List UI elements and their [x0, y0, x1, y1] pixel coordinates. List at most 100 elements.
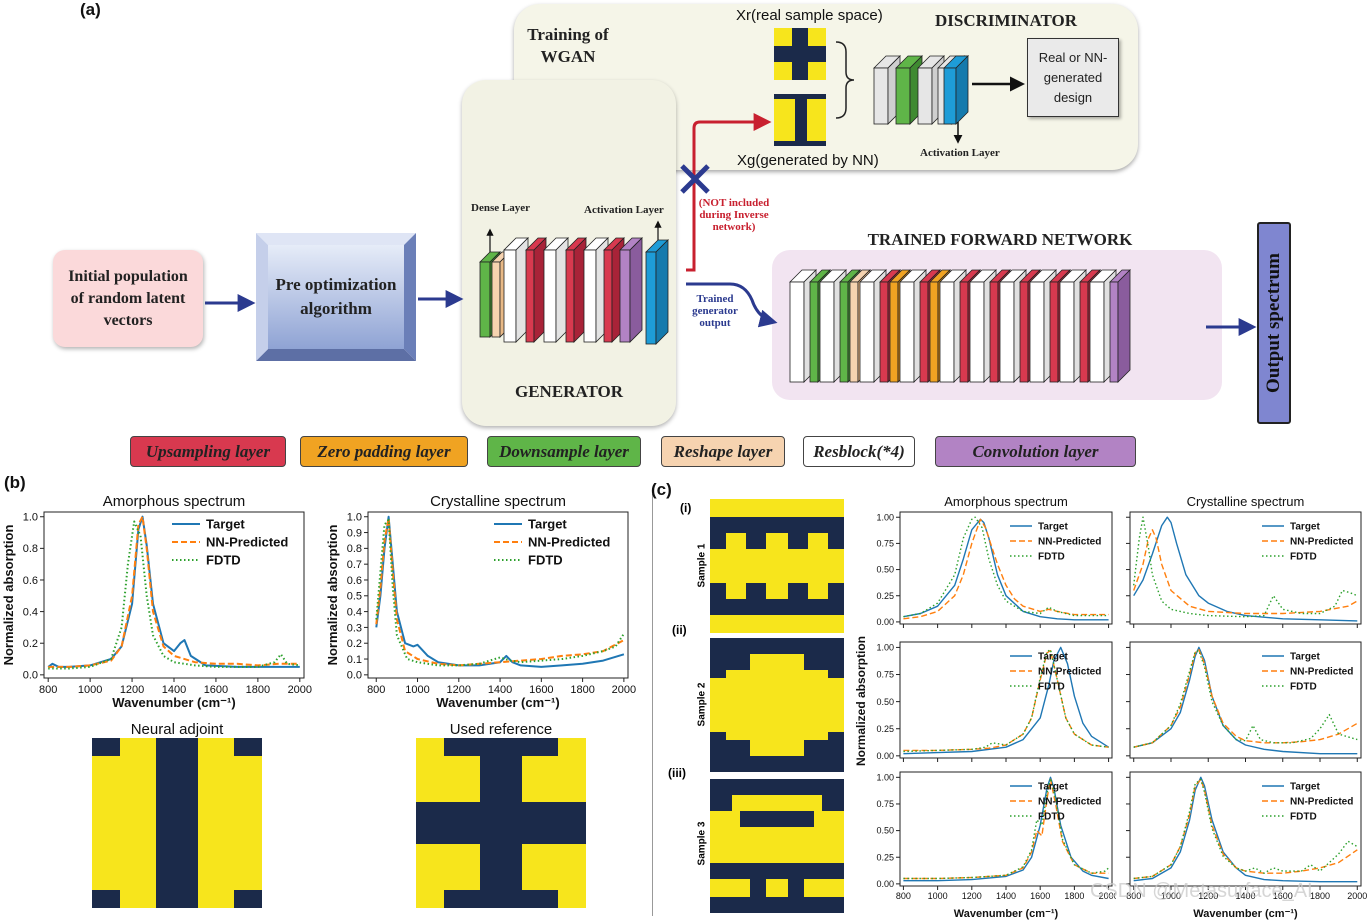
y-tick-label: 0.3	[347, 622, 362, 634]
sample-1-pattern	[710, 499, 844, 633]
series-line-nn-predicted	[1133, 778, 1358, 880]
legend-resblock-label: Resblock(*4)	[813, 441, 905, 461]
xr-pattern	[774, 28, 826, 80]
x-tick-label: 2000	[1347, 891, 1367, 901]
gen-activation-label: Activation Layer	[584, 204, 664, 216]
output-spectrum-box: Output spectrum	[1257, 222, 1291, 424]
y-tick-label: 0.4	[23, 606, 38, 618]
legend-label: Target	[1290, 782, 1320, 793]
series-line-nn-predicted	[1133, 529, 1358, 615]
legend-label: Target	[1290, 652, 1320, 663]
plot-frame	[1129, 641, 1362, 759]
plot-frame	[899, 771, 1113, 887]
x-tick-label: 1600	[529, 684, 553, 696]
x-tick-label: 1200	[962, 891, 982, 901]
y-tick-label: 0.75	[876, 799, 894, 809]
brace	[835, 41, 855, 119]
y-tick-label: 0.25	[876, 852, 894, 862]
plot-frame	[899, 641, 1113, 759]
pre-optimization-box: Pre optimization algorithm	[256, 233, 416, 361]
x-tick-label: 1200	[120, 684, 144, 696]
xg-label: Xg(generated by NN)	[737, 152, 879, 169]
x-tick-label: 800	[39, 684, 57, 696]
not-included-label: (NOT included during Inverse network)	[698, 197, 770, 233]
x-axis-label: Wavenumber (cm⁻¹)	[436, 695, 559, 710]
legend-label: Target	[1038, 652, 1068, 663]
panel-a-label: (a)	[80, 0, 101, 19]
x-tick-label: 1800	[570, 684, 594, 696]
real-or-generated-box: Real or NN- generated design	[1027, 38, 1119, 117]
row-label-i: (i)	[680, 501, 692, 515]
x-tick-label: 2000	[612, 684, 636, 696]
y-tick-label: 1.00	[876, 772, 894, 782]
x-tick-label: 1000	[1161, 891, 1181, 901]
legend-label: FDTD	[1290, 682, 1317, 693]
x-tick-label: 2000	[288, 684, 312, 696]
y-tick-label: 0.2	[347, 638, 362, 650]
initial-population-box: Initial population of random latent vect…	[53, 250, 203, 347]
y-tick-label: 0.50	[876, 697, 894, 707]
y-tick-label: 0.00	[876, 751, 894, 761]
legend-label: NN-Predicted	[528, 535, 610, 550]
series-line-fdtd	[1133, 649, 1358, 748]
series-line-fdtd	[903, 516, 1109, 618]
series-line-nn-predicted	[903, 518, 1109, 620]
discriminator-layers	[873, 55, 969, 125]
legend-label: FDTD	[1290, 812, 1317, 823]
y-tick-label: 0.50	[876, 826, 894, 836]
y-tick-label: 0.9	[347, 527, 362, 539]
x-tick-label: 800	[367, 684, 385, 696]
legend-zero-padding: Zero padding layer	[300, 436, 468, 467]
y-tick-label: 0.50	[876, 565, 894, 575]
series-line-fdtd	[1133, 778, 1358, 880]
y-tick-label: 0.00	[876, 617, 894, 627]
y-tick-label: 0.75	[876, 539, 894, 549]
forward-network-layers	[789, 269, 1131, 383]
y-tick-label: 0.0	[347, 670, 362, 682]
chart-title: Crystalline spectrum	[430, 493, 566, 510]
y-tick-label: 0.25	[876, 724, 894, 734]
y-axis-label: Normalized absorption	[325, 525, 340, 666]
legend-downsample-label: Downsample layer	[499, 441, 629, 461]
x-tick-label: 1000	[78, 684, 102, 696]
legend-label: NN-Predicted	[1038, 537, 1101, 548]
legend-label: Target	[528, 517, 567, 532]
forward-network-title: TRAINED FORWARD NETWORK	[867, 230, 1133, 249]
chart-c-amorphous-1: Amorphous spectrum0.000.250.500.751.00Ta…	[876, 496, 1113, 628]
generator-title: GENERATOR	[514, 382, 623, 401]
legend-label: NN-Predicted	[1038, 797, 1101, 808]
x-tick-label: 1600	[204, 684, 228, 696]
chart-c-amorphous-3: 8001000120014001600180020000.000.250.500…	[876, 771, 1116, 920]
series-line-nn-predicted	[375, 517, 625, 667]
chart-title: Amorphous spectrum	[103, 493, 246, 510]
chart-title: Crystalline spectrum	[1187, 496, 1305, 509]
legend-label: NN-Predicted	[1290, 667, 1353, 678]
legend-resblock: Resblock(*4)	[803, 436, 915, 467]
legend-label: FDTD	[1038, 812, 1065, 823]
y-tick-label: 0.2	[23, 638, 38, 650]
wgan-title: Training of WGAN	[527, 25, 609, 66]
x-tick-label: 1800	[1064, 891, 1084, 901]
legend-label: Target	[1038, 522, 1068, 533]
x-tick-label: 1400	[996, 891, 1016, 901]
plot-frame	[367, 511, 629, 679]
series-line-fdtd	[375, 518, 625, 667]
legend-reshape: Reshape layer	[661, 436, 785, 467]
series-line-target	[1133, 516, 1358, 622]
y-axis-label: Normalized absorption	[1, 525, 16, 666]
x-tick-label: 800	[1126, 891, 1141, 901]
legend-label: Target	[206, 517, 245, 532]
y-tick-label: 0.0	[23, 670, 38, 682]
x-axis-label: Wavenumber (cm⁻¹)	[1193, 908, 1298, 920]
x-tick-label: 1800	[246, 684, 270, 696]
neural-adjoint-pattern	[92, 738, 262, 908]
x-axis-label: Wavenumber (cm⁻¹)	[954, 908, 1059, 920]
legend-label: Target	[1290, 522, 1320, 533]
legend-label: FDTD	[1038, 682, 1065, 693]
y-tick-label: 0.1	[347, 654, 362, 666]
legend-convolution-label: Convolution layer	[972, 441, 1099, 461]
y-tick-label: 1.00	[876, 643, 894, 653]
y-tick-label: 0.8	[347, 543, 362, 555]
series-line-fdtd	[1133, 516, 1358, 618]
